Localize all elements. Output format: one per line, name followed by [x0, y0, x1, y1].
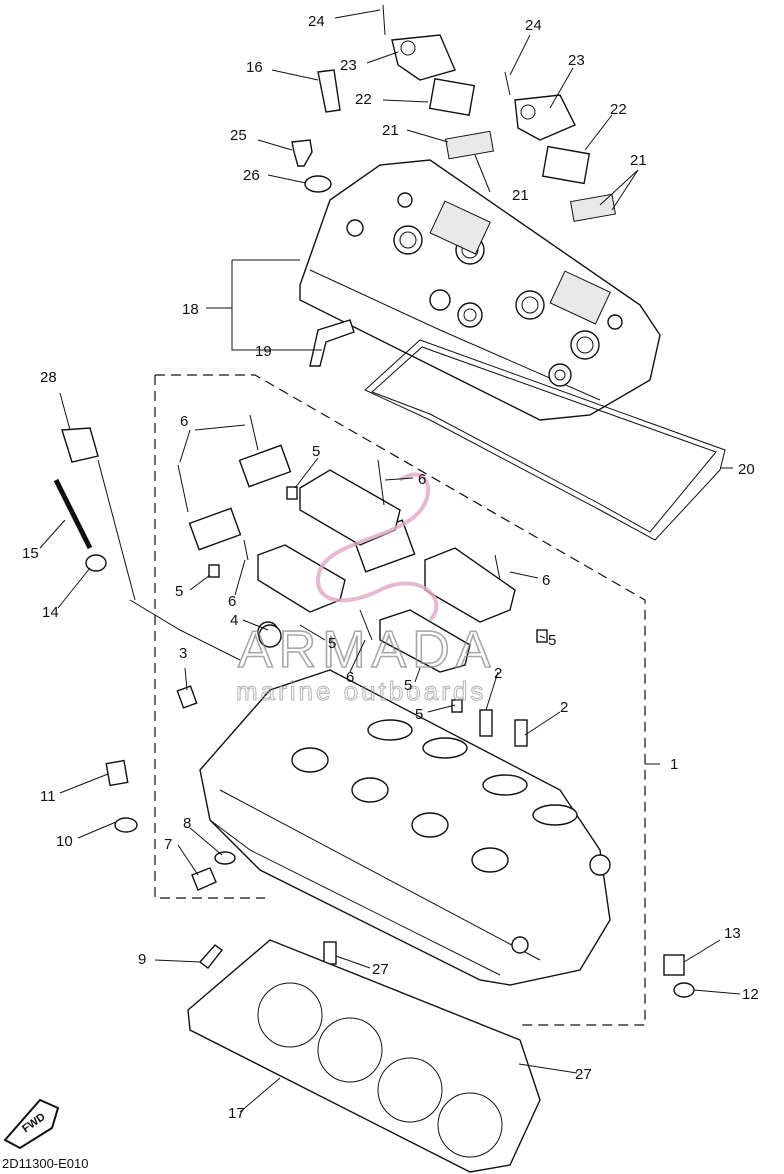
label-3: 3: [179, 645, 187, 662]
valve-guide-2a: [479, 709, 493, 737]
label-17: 17: [228, 1105, 245, 1122]
cylinder-head: [199, 669, 611, 986]
washer-10: [114, 817, 138, 833]
label-5c: 5: [548, 632, 556, 649]
part-labels: 1 2 2 3 4 5 5 5 5 5 5 6 6 6 6 6 7 8 9 10…: [22, 13, 759, 1122]
watermark-subtitle: marine outboards: [236, 676, 486, 706]
label-24a: 24: [308, 13, 325, 30]
head-gasket: [187, 939, 541, 1173]
cap-bolts: [177, 414, 548, 713]
label-2a: 2: [494, 665, 502, 682]
bolt-15: [53, 478, 93, 550]
label-5a: 5: [312, 443, 320, 460]
bolt-13: [663, 954, 685, 976]
label-7: 7: [164, 836, 172, 853]
label-1: 1: [670, 756, 678, 773]
label-21b: 21: [512, 187, 529, 204]
union-bolt-11: [105, 759, 129, 787]
label-8: 8: [183, 815, 191, 832]
washer-8: [214, 851, 236, 865]
label-13: 13: [724, 925, 741, 942]
label-2b: 2: [560, 699, 568, 716]
cover-bolt: [291, 139, 313, 167]
watermark: ARMADA marine outboards: [236, 472, 496, 707]
label-20: 20: [738, 461, 755, 478]
label-27b: 27: [575, 1066, 592, 1083]
label-9: 9: [138, 951, 146, 968]
stud-9: [198, 944, 224, 969]
label-5f: 5: [415, 706, 423, 723]
label-23b: 23: [568, 52, 585, 69]
label-6a: 6: [180, 413, 188, 430]
watermark-title: ARMADA: [238, 621, 496, 679]
label-19: 19: [255, 343, 272, 360]
bracket: [309, 319, 355, 367]
label-6c: 6: [228, 593, 236, 610]
oil-pipe: [129, 599, 241, 661]
union-bolt-28: [61, 427, 99, 463]
label-18: 18: [182, 301, 199, 318]
label-25: 25: [230, 127, 247, 144]
watermark-ribbon: [316, 472, 439, 622]
diagram-code: 2D11300-E010: [2, 1156, 89, 1171]
label-5d: 5: [328, 635, 336, 652]
cover-washer: [304, 175, 332, 193]
label-21c: 21: [630, 152, 647, 169]
label-28: 28: [40, 369, 57, 386]
cylinder-head-assembly-boundary: [154, 374, 646, 1026]
label-21a: 21: [382, 122, 399, 139]
label-11: 11: [40, 788, 56, 805]
label-24b: 24: [525, 17, 542, 34]
label-22b: 22: [610, 101, 627, 118]
label-6d: 6: [542, 572, 550, 589]
forward-direction-badge: FWD: [3, 1098, 60, 1150]
label-6e: 6: [346, 669, 354, 686]
label-26: 26: [243, 167, 260, 184]
label-15: 15: [22, 545, 39, 562]
valve-guide-2b: [514, 719, 528, 747]
label-22a: 22: [355, 91, 372, 108]
cover-gasket: [364, 339, 726, 541]
bolt-7: [191, 867, 217, 891]
label-5b: 5: [175, 583, 183, 600]
cylinder-head-cover: [299, 159, 661, 421]
leader-lines: [39, 9, 741, 1113]
dowel-27a: [323, 941, 337, 965]
label-23a: 23: [340, 57, 357, 74]
cam-washer: [258, 624, 282, 648]
label-4: 4: [230, 612, 238, 629]
label-6b: 6: [418, 471, 426, 488]
oil-gallery-plug: [176, 685, 198, 709]
label-12: 12: [742, 986, 759, 1003]
label-14: 14: [42, 604, 59, 621]
label-27a: 27: [372, 961, 389, 978]
label-16: 16: [246, 59, 263, 76]
washer-14: [85, 554, 107, 572]
label-5e: 5: [404, 677, 412, 694]
washer-12: [673, 982, 695, 998]
breather-parts: [382, 4, 616, 222]
label-10: 10: [56, 833, 73, 850]
spark-plug: [317, 69, 341, 113]
